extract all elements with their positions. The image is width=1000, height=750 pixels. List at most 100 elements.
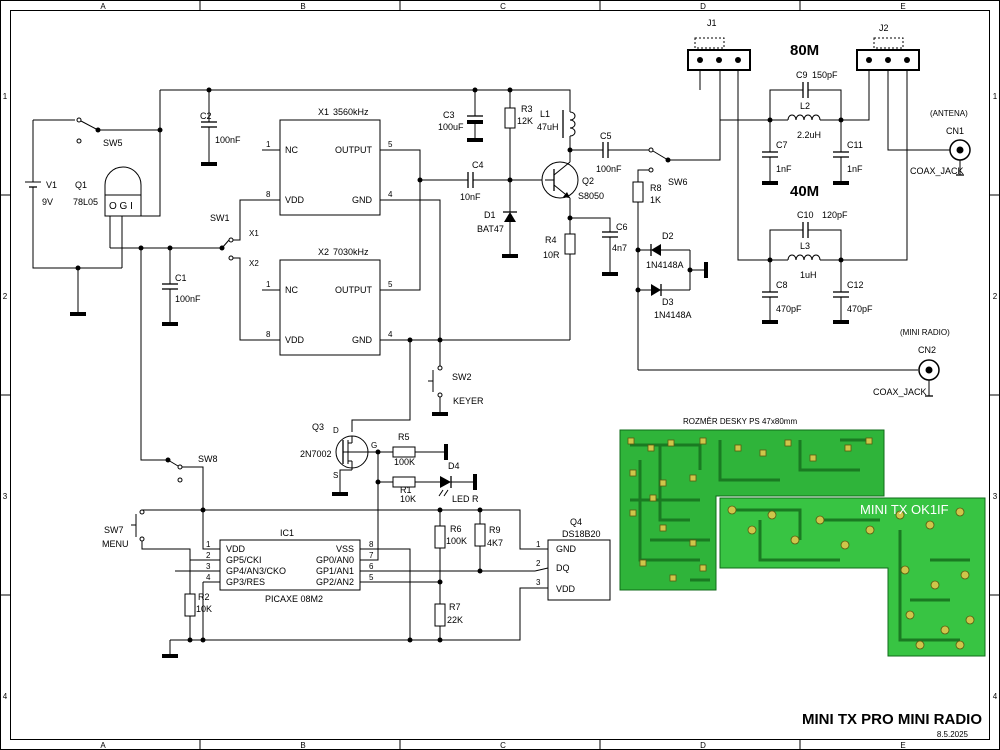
- switch-sw6: SW6: [637, 70, 721, 187]
- switch-sw7: SW7 MENU: [102, 509, 220, 561]
- x2-vdd: VDD: [285, 335, 305, 345]
- capacitor-c6: C6 4n7: [570, 217, 628, 276]
- q4-pin-gnd: GND: [556, 544, 577, 554]
- capacitor-c4: C4 10nF: [420, 160, 545, 202]
- c11-value: 1nF: [847, 164, 863, 174]
- ic1-left-1: GP5/CKI: [226, 555, 262, 565]
- q4-num-2: 2: [536, 559, 541, 568]
- resistor-r9: R9 4K7: [474, 507, 503, 574]
- cn2-note: (MINI RADIO): [900, 328, 950, 337]
- x2-n5: 5: [388, 280, 393, 289]
- x2-ref: X2: [318, 247, 329, 257]
- c3-value: 100uF: [438, 122, 464, 132]
- c6-value: 4n7: [612, 243, 627, 253]
- x2-n1: 1: [266, 280, 271, 289]
- sensor-q4: Q4 DS18B20 GND DQ VDD 1 2 3: [534, 517, 611, 601]
- filter-40m: C10 120pF L3 1uH C8 470pF C12 470pF: [762, 210, 873, 324]
- c10-ref: C10: [797, 210, 814, 220]
- capacitor-c2: C2 100nF: [200, 87, 241, 166]
- q3-pin-d: D: [333, 426, 339, 435]
- x1-n1: 1: [266, 140, 271, 149]
- ic1-pin-5: 5: [369, 573, 374, 582]
- q4-pin-dq: DQ: [556, 563, 570, 573]
- grid-col-d-top: D: [700, 2, 706, 11]
- c4-value: 10nF: [460, 192, 481, 202]
- connector-j2: J2: [841, 23, 950, 261]
- q1-value: 78L05: [73, 197, 98, 207]
- c8-value: 470pF: [776, 304, 802, 314]
- q4-num-3: 3: [536, 578, 541, 587]
- d4-value: LED R: [452, 494, 479, 504]
- band-80m: 80M: [790, 42, 819, 59]
- resistor-r1: R1 10K: [378, 476, 440, 504]
- diode-d1: D1 BAT47: [477, 210, 518, 258]
- q1-ref: Q1: [75, 180, 87, 190]
- r5-ref: R5: [398, 432, 410, 442]
- r8-ref: R8: [650, 183, 662, 193]
- x2-value: 7030kHz: [333, 247, 369, 257]
- v1-value: 9V: [42, 197, 53, 207]
- j2-ref: J2: [879, 23, 889, 33]
- ic1-right-1: GP0/AN0: [316, 555, 354, 565]
- capacitor-c5: C5 100nF: [570, 131, 649, 174]
- r3-ref: R3: [521, 104, 533, 114]
- x2-gnd: GND: [352, 335, 373, 345]
- resistor-r4: R4 10R: [543, 233, 576, 340]
- ic-ic1: IC1 PICAXE 08M2 VDD GP5/CKI GP4/AN3/CKO …: [175, 528, 535, 640]
- grid-col-b-top: B: [300, 2, 305, 11]
- sw1-pos1: X1: [249, 229, 259, 238]
- v1-ref: V1: [46, 180, 57, 190]
- grid-row-3-right: 3: [993, 492, 998, 501]
- mosfet-q3: Q3 2N7002 G D S: [300, 422, 378, 496]
- c12-value: 470pF: [847, 304, 873, 314]
- r7-value: 22K: [447, 615, 463, 625]
- sw5-ref: SW5: [103, 138, 123, 148]
- ic1-right-3: GP2/AN2: [316, 577, 354, 587]
- j1-ref: J1: [707, 18, 717, 28]
- regulator-q1: O G I Q1 78L05: [73, 127, 163, 268]
- x1-n4: 4: [388, 190, 393, 199]
- ic1-pin-2: 2: [206, 551, 211, 560]
- ic1-pin-7: 7: [369, 551, 374, 560]
- c5-ref: C5: [600, 131, 612, 141]
- inductor-l1: L1 47uH: [537, 109, 576, 162]
- grid-row-1-left: 1: [3, 92, 8, 101]
- sw1-pos2: X2: [249, 259, 259, 268]
- c5-value: 100nF: [596, 164, 622, 174]
- r6-value: 100K: [446, 536, 467, 546]
- c3-ref: C3: [443, 110, 455, 120]
- ic1-value: PICAXE 08M2: [265, 594, 323, 604]
- c1-value: 100nF: [175, 294, 201, 304]
- cn1-ref: CN1: [946, 126, 964, 136]
- x2-nc: NC: [285, 285, 298, 295]
- switch-sw2: SW2 KEYER: [428, 340, 484, 416]
- x2-n8: 8: [266, 330, 271, 339]
- grid-row-2-right: 2: [993, 292, 998, 301]
- diode-d3: D3 1N4148A: [638, 284, 692, 320]
- sw2-ref: SW2: [452, 372, 472, 382]
- r1-ref: R1: [400, 485, 412, 495]
- filter-80m: C9 150pF L2 2.2uH C7 1nF C11 1nF: [762, 70, 863, 185]
- resistor-r7: R7 22K: [434, 602, 463, 640]
- title: MINI TX PRO MINI RADIO: [802, 711, 982, 728]
- c4-ref: C4: [472, 160, 484, 170]
- q4-value: DS18B20: [562, 529, 601, 539]
- pcb-caption: ROZMĚR DESKY PS 47x80mm: [683, 417, 797, 426]
- title-date: 8.5.2025: [937, 730, 969, 739]
- l3-value: 1uH: [800, 270, 817, 280]
- capacitor-c1: C1 100nF: [162, 248, 201, 326]
- ic1-pin-6: 6: [369, 562, 374, 571]
- d1-ref: D1: [484, 210, 496, 220]
- c11-ref: C11: [847, 140, 863, 150]
- switch-sw5: SW5: [76, 117, 160, 148]
- grid-row-4-left: 4: [3, 692, 8, 701]
- resistor-r8: R8 1K: [632, 181, 662, 370]
- q4-ref: Q4: [570, 517, 582, 527]
- grid-row-2-left: 2: [3, 292, 8, 301]
- d4-ref: D4: [448, 461, 460, 471]
- capacitor-c3: C3 100uF: [438, 87, 483, 142]
- l1-value: 47uH: [537, 122, 559, 132]
- d2-value: 1N4148A: [646, 260, 684, 270]
- r8-value: 1K: [650, 195, 661, 205]
- grid-col-d-bottom: D: [700, 741, 706, 750]
